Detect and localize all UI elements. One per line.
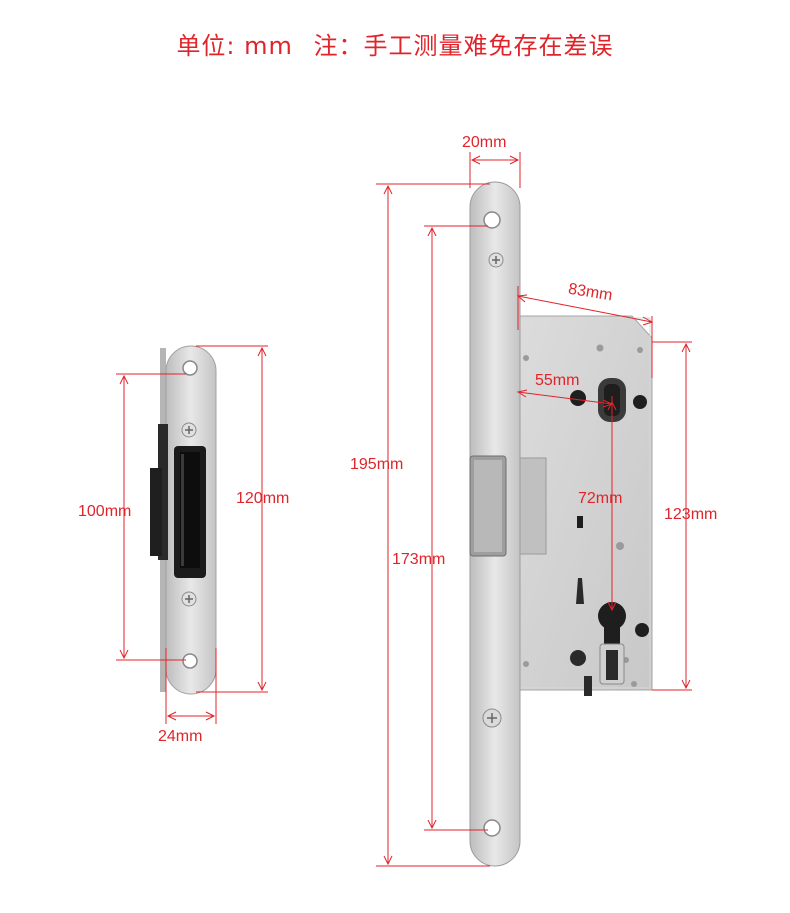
header: 单位: mm 注：手工测量难免存在差误 (0, 26, 790, 61)
mortise-dimension-lines (376, 152, 692, 867)
lock-total-height-label: 195mm (350, 456, 404, 473)
backset-label: 55mm (535, 372, 580, 389)
strike-height-total-label: 120mm (236, 490, 290, 507)
faceplate-top-hole (483, 211, 501, 229)
faceplate-bottom-screw-icon (482, 708, 502, 728)
center-distance-label: 72mm (578, 490, 623, 507)
strike-top-screw-icon (181, 422, 197, 438)
faceplate-width-label: 20mm (462, 134, 507, 151)
mortise-lock (469, 181, 653, 867)
strike-bottom-screw-icon (181, 591, 197, 607)
unit-label: 单位: mm (176, 32, 293, 60)
strike-plate (150, 345, 217, 695)
strike-width-label: 24mm (158, 728, 203, 745)
faceplate-top-screw-icon (488, 252, 504, 268)
case-height-label: 123mm (664, 506, 718, 523)
strike-dimension-lines (116, 345, 268, 724)
strike-bottom-hole (182, 653, 198, 669)
strike-hole-spacing-label: 100mm (78, 503, 132, 520)
faceplate-bottom-hole (483, 819, 501, 837)
strike-top-hole (182, 360, 198, 376)
lock-hole-spacing-label: 173mm (392, 551, 446, 568)
measurement-note: 注：手工测量难免存在差误 (313, 32, 614, 60)
